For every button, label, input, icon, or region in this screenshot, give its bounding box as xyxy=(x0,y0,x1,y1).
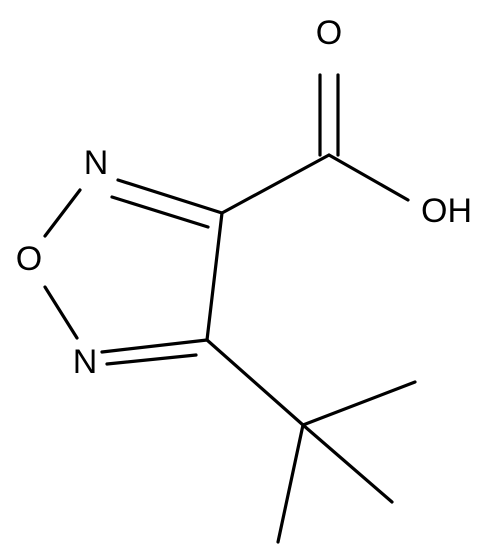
bond-n2-c3-a xyxy=(116,178,224,215)
bond-c4-n5-a xyxy=(100,338,209,354)
bond-n2-c3-b xyxy=(110,195,210,229)
bond-tbutyl-methyl-3 xyxy=(276,423,305,544)
atom-label-ring-nitrogen-bottom: N xyxy=(73,343,98,381)
bond-c4-n5-b xyxy=(105,353,198,366)
bond-n5-o1 xyxy=(43,285,79,340)
atom-label-hydroxyl: OH xyxy=(421,192,472,230)
bond-tbutyl-methyl-2 xyxy=(301,423,394,504)
atom-label-ring-nitrogen-top: N xyxy=(84,144,109,182)
bond-c-oh xyxy=(327,153,410,202)
bond-o1-n2 xyxy=(43,188,82,238)
atom-label-carbonyl-oxygen: O xyxy=(316,14,342,52)
bond-c4-tbutyl xyxy=(205,338,305,427)
bond-ring-c3-carboxyl xyxy=(220,153,331,215)
bond-c3-c4 xyxy=(205,211,224,342)
atom-label-ring-oxygen: O xyxy=(16,240,42,278)
bond-tbutyl-methyl-1 xyxy=(301,380,417,427)
